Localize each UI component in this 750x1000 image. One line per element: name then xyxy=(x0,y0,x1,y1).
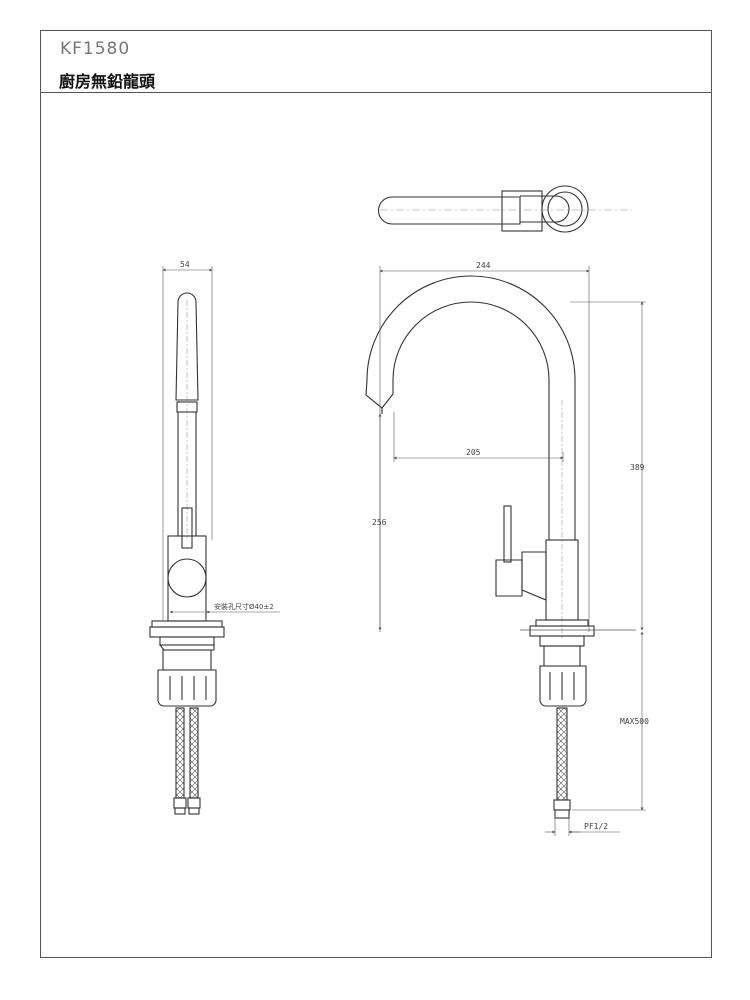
dim-mount-hole: 安裝孔尺寸Ø40±2 xyxy=(214,602,274,611)
dim-overall-width: 244 xyxy=(476,261,491,270)
dim-hose-length: MAX500 xyxy=(620,717,649,726)
product-name: 廚房無鉛龍頭 xyxy=(59,72,156,91)
dim-connection: PF1/2 xyxy=(584,822,608,831)
drawing-sheet: KF1580 廚房無鉛龍頭 xyxy=(40,30,712,958)
side-view xyxy=(149,292,225,815)
top-view xyxy=(377,185,632,233)
dim-spout-reach: 205 xyxy=(466,448,481,457)
dim-spout-height: 256 xyxy=(372,518,387,527)
model-code: KF1580 xyxy=(60,39,131,59)
dim-total-height: 389 xyxy=(630,463,645,472)
side-dimensions xyxy=(162,266,280,620)
front-dimensions xyxy=(378,266,646,836)
front-view xyxy=(365,275,636,819)
title-block: KF1580 廚房無鉛龍頭 xyxy=(41,31,711,93)
dim-side-width: 54 xyxy=(180,260,190,269)
